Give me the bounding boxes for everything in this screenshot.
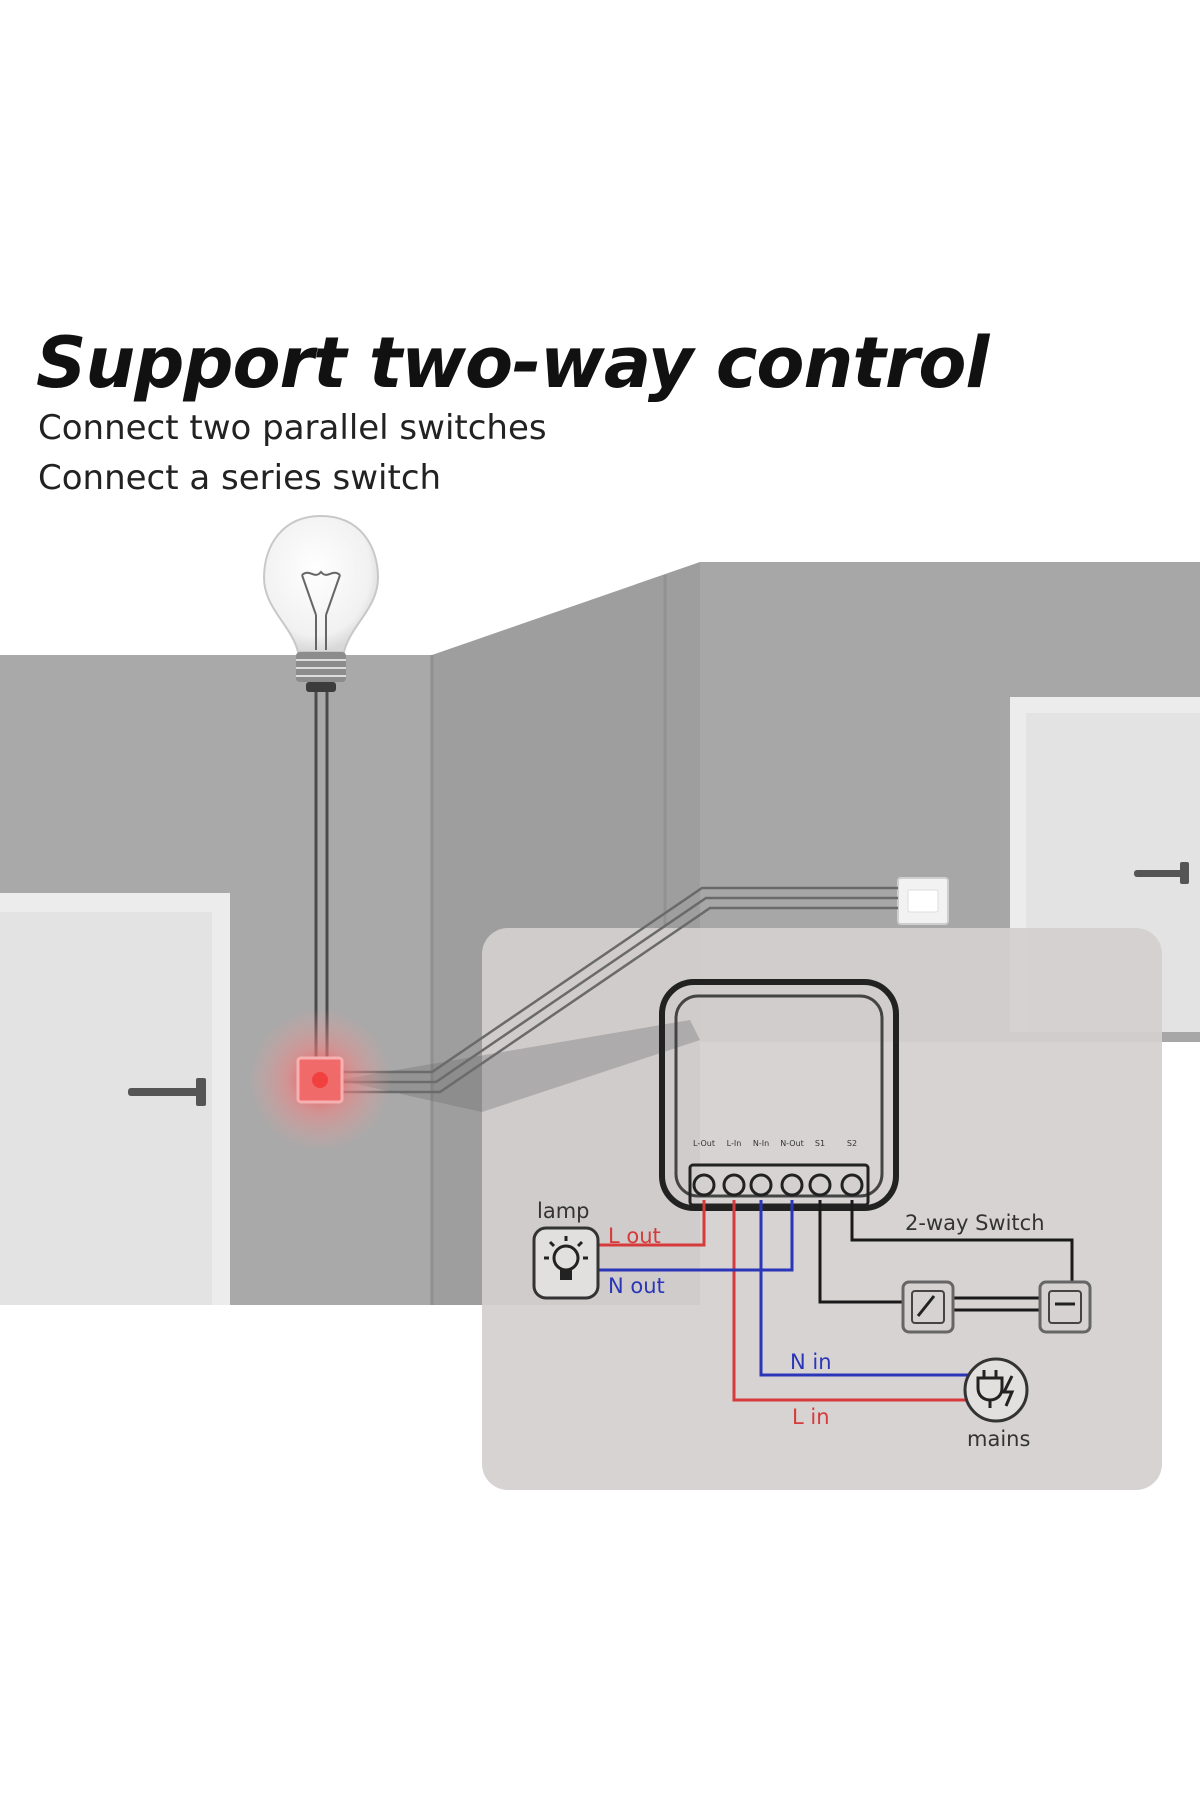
terminal-screw-n-in [749,1173,773,1197]
label-mains: mains [967,1427,1030,1451]
terminal-label-l-out: L-Out [693,1139,715,1148]
right-door-handle-plate [1180,862,1189,884]
label-l-in: L in [792,1405,830,1429]
wire-s2 [850,1200,1074,1296]
terminal-screw-s1 [808,1173,832,1197]
label-l-out: L out [608,1224,661,1248]
terminal-label-n-out: N-Out [780,1139,804,1148]
terminal-screw-l-in [722,1173,746,1197]
terminal-block [688,1163,870,1207]
label-n-in: N in [790,1350,832,1374]
module-inner-body [674,994,884,1198]
terminal-label-s1: S1 [815,1139,825,1148]
terminal-label-n-in: N-In [753,1139,769,1148]
wall-switch-rocker [907,889,939,913]
left-door-handle [128,1088,204,1096]
module-outer-body [659,979,899,1211]
wire-s1 [818,1200,917,1304]
light-bulb [262,514,380,692]
terminal-label-l-in: L-In [727,1139,742,1148]
left-door-panel [0,912,212,1305]
right-door-handle [1134,870,1188,877]
wire-n-in [759,1200,968,1377]
mains-plug-icon [963,1357,1029,1423]
label-2-way-switch: 2-way Switch [905,1211,1045,1235]
terminal-label-s2: S2 [847,1139,857,1148]
wires [598,1200,1074,1402]
lamp-icon [532,1226,600,1300]
wall-switch [897,877,949,925]
page-title: Support two-way control [36,322,989,404]
callout-beam [338,1020,700,1112]
two-way-switch-a [901,1280,955,1334]
label-n-out: N out [608,1274,665,1298]
smart-switch-module: L-Out L-In N-In N-Out S1 S2 [659,979,899,1211]
left-door-handle-plate [196,1078,206,1106]
wire-n-out [598,1200,794,1272]
terminal-screw-s2 [840,1173,864,1197]
light-bulb-filament [301,570,341,650]
subtitle-series: Connect a series switch [38,458,442,498]
label-lamp: lamp [537,1199,590,1223]
light-bulb-glass [262,514,380,653]
hidden-smart-module [248,1008,392,1152]
two-way-switch-b [1038,1280,1092,1334]
terminal-screw-l-out [692,1173,716,1197]
wire-l-out [598,1200,706,1247]
left-door [0,893,230,1305]
wire-l-in [732,1200,968,1402]
terminal-screw-n-out [780,1173,804,1197]
subtitle-parallel: Connect two parallel switches [38,408,547,448]
